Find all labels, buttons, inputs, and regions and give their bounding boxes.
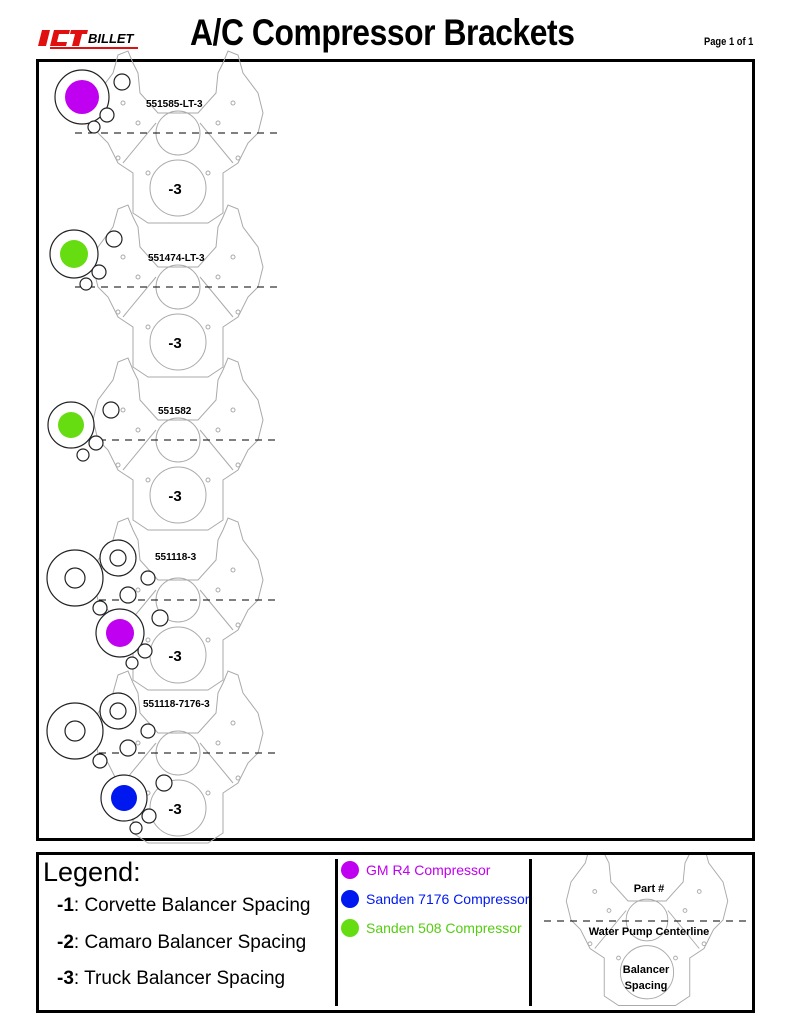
- balancer-spacing: -3: [168, 181, 181, 198]
- compressor-label: Sanden 7176 Compressor: [366, 891, 530, 907]
- compressor-color-dot: [65, 80, 99, 114]
- legend-spacing-3: -3: Truck Balancer Spacing: [57, 968, 285, 990]
- spacing-code: -3: [57, 968, 74, 989]
- legend-gm-r4: GM R4 Compressor: [341, 861, 490, 879]
- key-diagram: Part # Water Pump Centerline Balancer Sp…: [544, 855, 749, 1006]
- legend-title: Legend:: [43, 857, 141, 887]
- legend-spacing-2: -2: Camaro Balancer Spacing: [57, 932, 306, 954]
- svg-text:BILLET: BILLET: [88, 31, 135, 46]
- bracket-drawing: [47, 401, 120, 462]
- diagram-551585-LT-3: 551585-LT-3 -3: [54, 50, 278, 224]
- part-number: 551474-LT-3: [148, 253, 205, 264]
- diagrams-panel: [36, 59, 755, 841]
- divider: [335, 859, 338, 1006]
- compressor-color-dot: [60, 240, 88, 268]
- legend-sanden-7176: Sanden 7176 Compressor: [341, 890, 529, 908]
- page-number: Page 1 of 1: [704, 36, 754, 48]
- color-dot-icon: [341, 890, 359, 908]
- spacing-label: : Camaro Balancer Spacing: [73, 932, 307, 953]
- compressor-color-dot: [106, 619, 134, 647]
- legend-spacing-1: -1: Corvette Balancer Spacing: [57, 895, 310, 917]
- diagram-551582: 551582 -3: [47, 357, 278, 531]
- part-number: 551118-7176-3: [143, 699, 210, 710]
- legend-panel: Legend: -1: Corvette Balancer Spacing -2…: [36, 852, 755, 1013]
- ict-billet-logo: BILLET: [38, 30, 138, 49]
- part-number: 551585-LT-3: [146, 99, 203, 110]
- bracket-drawing: [46, 692, 173, 835]
- diagram-551118-7176-3: 551118-7176-3 -3: [46, 670, 278, 844]
- bracket-drawing: [46, 539, 169, 670]
- key-part: Part #: [634, 883, 665, 895]
- key-centerline: Water Pump Centerline: [589, 926, 710, 938]
- key-balancer: Balancer: [623, 964, 670, 976]
- legend-sanden-508: Sanden 508 Compressor: [341, 919, 522, 937]
- balancer-spacing: -3: [168, 801, 181, 818]
- page-title: A/C Compressor Brackets: [190, 12, 575, 53]
- diagram-551118-3: 551118-3 -3: [46, 517, 278, 691]
- spacing-code: -1: [57, 895, 74, 916]
- divider: [529, 859, 532, 1006]
- color-dot-icon: [341, 861, 359, 879]
- compressor-label: GM R4 Compressor: [366, 862, 491, 878]
- balancer-spacing: -3: [168, 335, 181, 352]
- part-number: 551582: [158, 406, 192, 417]
- compressor-color-dot: [111, 785, 137, 811]
- part-number: 551118-3: [155, 552, 197, 563]
- key-spacing: Spacing: [625, 980, 668, 992]
- spacing-code: -2: [57, 932, 74, 953]
- balancer-spacing: -3: [168, 648, 181, 665]
- compressor-color-dot: [58, 412, 84, 438]
- spacing-label: : Corvette Balancer Spacing: [73, 895, 311, 916]
- color-dot-icon: [341, 919, 359, 937]
- diagram-551474-LT-3: 551474-LT-3 -3: [49, 204, 278, 378]
- balancer-spacing: -3: [168, 488, 181, 505]
- bracket-diagrams: 551585-LT-3-3551474-LT-3-3551582-3551118…: [46, 50, 278, 844]
- compressor-label: Sanden 508 Compressor: [366, 920, 522, 936]
- spacing-label: : Truck Balancer Spacing: [73, 968, 286, 989]
